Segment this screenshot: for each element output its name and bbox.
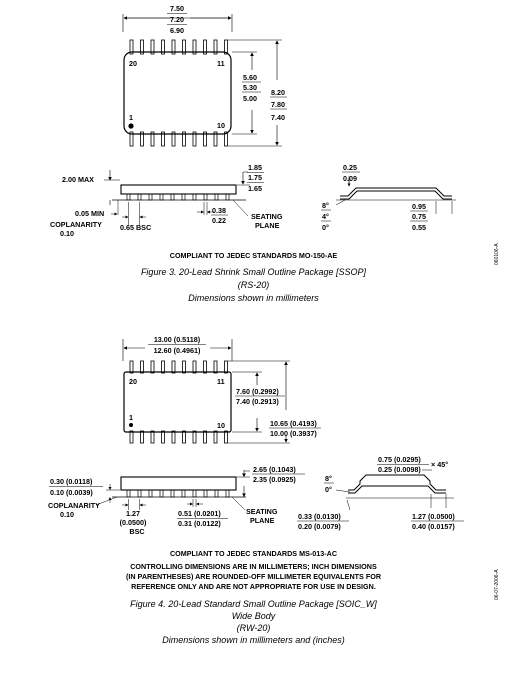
fig4-body-width-min: 7.40 (0.2913) (236, 397, 279, 406)
fig4-chamfer-angle: × 45° (431, 460, 448, 469)
fig4-side-view: 0.30 (0.0118) 0.10 (0.0039) COPLANARITY … (48, 465, 305, 536)
fig4-pin11: 11 (217, 377, 225, 386)
fig4-coplanarity-label: COPLANARITY (48, 501, 100, 510)
fig4-angle-min: 0° (325, 485, 332, 494)
fig4-caption-title: Figure 4. 20-Lead Standard Small Outline… (130, 599, 377, 609)
fig4-pin20: 20 (129, 377, 137, 386)
fig3-pin1: 1 (129, 113, 133, 122)
fig3-max-height: 2.00 MAX (62, 175, 94, 184)
fig3-angle-min: 0° (322, 223, 329, 232)
fig3-body-outline (123, 51, 232, 135)
fig4-top-width-max: 13.00 (0.5118) (154, 335, 201, 344)
fig4-lead-thick-min: 0.31 (0.0122) (178, 519, 221, 528)
fig4-doc-code: 06-07-2006-A (494, 569, 500, 600)
fig4-foot-min: 0.40 (0.0157) (412, 522, 455, 531)
fig4-pins-top (129, 360, 228, 374)
fig4-pitch-mm: 1.27 (126, 509, 140, 518)
fig4-standoff-max: 0.30 (0.0118) (50, 477, 93, 486)
fig3-pkg-height-nom: 1.75 (248, 173, 262, 182)
fig4-body-width-max: 7.60 (0.2992) (236, 387, 279, 396)
fig3-foot-nom: 0.75 (412, 212, 426, 221)
fig4-lead-detail: 0.75 (0.0295) 0.25 (0.0098) × 45° 8° 0° … (297, 455, 464, 531)
fig4-coplanarity-val: 0.10 (60, 510, 74, 519)
fig3-coplanarity-label: COPLANARITY (50, 220, 102, 229)
fig3-pitch: 0.65 BSC (120, 223, 151, 232)
fig3-lead-thick-max: 0.38 (212, 206, 226, 215)
fig4-caption-units: Dimensions shown in millimeters and (inc… (162, 635, 345, 645)
fig3-body-width-min: 5.00 (243, 94, 257, 103)
fig4-lead-t-min: 0.20 (0.0079) (298, 522, 341, 531)
fig4-seating-label: SEATING (246, 507, 278, 516)
fig4-pitch-in: (0.0500) (120, 518, 147, 527)
fig3-pins-bottom (129, 131, 228, 147)
fig3-min-standoff: 0.05 MIN (75, 209, 104, 218)
fig3-angle-nom: 4° (322, 212, 329, 221)
fig4-body-outline (123, 371, 232, 433)
fig4-lead-thick-max: 0.51 (0.0201) (178, 509, 221, 518)
fig4-note-line3: REFERENCE ONLY AND ARE NOT APPROPRIATE F… (131, 582, 376, 591)
fig3-pin11: 11 (217, 59, 225, 68)
fig3-pin20: 20 (129, 59, 137, 68)
fig3-lead-width-nom: 7.80 (271, 100, 285, 109)
fig3-foot-min: 0.55 (412, 223, 426, 232)
fig4-standoff-min: 0.10 (0.0039) (50, 488, 93, 497)
fig3-pkg-height-min: 1.65 (248, 184, 262, 193)
fig4-pkg-height-min: 2.35 (0.0925) (253, 475, 296, 484)
fig4-top-view: 13.00 (0.5118) 12.60 (0.4961) (122, 335, 321, 444)
fig3-caption-code: (RS-20) (237, 280, 270, 290)
fig3-caption-title: Figure 3. 20-Lead Shrink Small Outline P… (140, 267, 367, 277)
fig3-side-view: 2.00 MAX 0.05 MIN COPLANARITY 0.10 0.65 … (50, 163, 283, 238)
fig3-angle-max: 8° (322, 201, 329, 210)
fig3-coplanarity-val: 0.10 (60, 229, 74, 238)
fig3-caption-units: Dimensions shown in millimeters (188, 293, 319, 303)
fig3-foot-max: 0.95 (412, 202, 426, 211)
fig3-top-width-nom: 7.20 (170, 15, 184, 24)
fig3-seating-label: SEATING (251, 212, 283, 221)
fig3-lead-t-max: 0.25 (343, 163, 357, 172)
fig3-top-width-max: 7.50 (170, 4, 184, 13)
fig3-top-view: 7.50 7.20 6.90 (122, 4, 287, 147)
fig4-plane-label: PLANE (250, 516, 275, 525)
fig4-caption-code: (RW-20) (236, 623, 271, 633)
fig4-note-line1: CONTROLLING DIMENSIONS ARE IN MILLIMETER… (130, 562, 377, 571)
fig3-plane-label: PLANE (255, 221, 280, 230)
fig3-pin10: 10 (217, 121, 225, 130)
fig4-lead-width-max: 10.65 (0.4193) (270, 419, 317, 428)
fig4-pin1-dot (129, 423, 133, 427)
fig3-body-width-max: 5.60 (243, 73, 257, 82)
fig4-caption-sub: Wide Body (231, 611, 276, 621)
fig4-foot-max: 1.27 (0.0500) (412, 512, 455, 521)
fig4-lead-t-max: 0.33 (0.0130) (298, 512, 341, 521)
fig4-pin10: 10 (217, 421, 225, 430)
fig3-body-width-nom: 5.30 (243, 83, 257, 92)
fig3-lead-thick-min: 0.22 (212, 216, 226, 225)
fig4-chamfer-min: 0.25 (0.0098) (378, 465, 421, 474)
fig4-pins-bottom (129, 430, 228, 444)
fig3-pin1-dot (128, 123, 134, 129)
fig3-compliant-note: COMPLIANT TO JEDEC STANDARDS MO-150-AE (169, 251, 338, 260)
fig3-lead-t-min: 0.09 (343, 174, 357, 183)
fig3-pins-top (129, 39, 228, 55)
fig4-chamfer-max: 0.75 (0.0295) (378, 455, 421, 464)
fig4-pin1: 1 (129, 413, 133, 422)
fig3-top-width-min: 6.90 (170, 26, 184, 35)
fig3-pkg-height-max: 1.85 (248, 163, 262, 172)
fig3-lead-width-max: 8.20 (271, 88, 285, 97)
fig4-angle-max: 8° (325, 474, 332, 483)
fig3-lead-width-min: 7.40 (271, 113, 285, 122)
fig3-side-body (120, 184, 237, 195)
fig3-lead-detail: 0.25 0.09 8° 4° 0° 0.95 0.75 0.55 (321, 163, 456, 232)
fig4-side-body (120, 476, 237, 491)
fig3-doc-code: 060106-A (494, 243, 500, 265)
fig4-note-line2: (IN PARENTHESES) ARE ROUNDED-OFF MILLIME… (125, 572, 382, 581)
fig4-pkg-height-max: 2.65 (0.1043) (253, 465, 296, 474)
fig4-pitch-bsc: BSC (129, 527, 144, 536)
fig4-lead-width-min: 10.00 (0.3937) (270, 429, 317, 438)
fig4-compliant-note: COMPLIANT TO JEDEC STANDARDS MS-013-AC (169, 549, 338, 558)
fig4-top-width-min: 12.60 (0.4961) (154, 346, 201, 355)
